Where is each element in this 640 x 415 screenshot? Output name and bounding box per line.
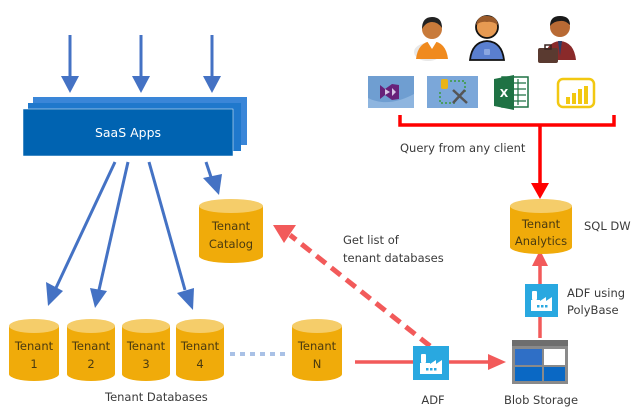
sql-dw-label: SQL DW — [584, 219, 631, 233]
tenant-db-number: 4 — [196, 357, 203, 371]
saas-to-tenant-arrows — [46, 161, 222, 310]
tenant-analytics-db: Tenant Analytics — [510, 199, 572, 254]
sql-tools-icon — [427, 76, 478, 108]
get-list-arrow — [273, 225, 432, 348]
adf-icon — [413, 346, 449, 380]
tenant-catalog-line2: Catalog — [209, 237, 253, 251]
saas-apps-label: SaaS Apps — [95, 125, 161, 140]
input-arrow-2 — [132, 35, 150, 93]
user-man-icon — [468, 15, 506, 61]
user-woman-icon — [414, 17, 448, 61]
arrow-to-tenant-1 — [46, 161, 117, 306]
excel-glyph: X — [500, 87, 509, 100]
tenant-analytics-line2: Analytics — [515, 234, 567, 248]
tenant-db-1: Tenant 1 — [9, 319, 59, 381]
adf-polybase-label-line1: ADF using — [567, 286, 625, 300]
tenant-db-label: Tenant — [180, 339, 220, 353]
user-businessman-icon — [538, 16, 576, 63]
input-arrow-3 — [203, 35, 221, 93]
adf-label: ADF — [421, 393, 444, 407]
adf-polybase-icon — [525, 284, 558, 317]
visual-studio-icon — [368, 76, 414, 108]
query-label: Query from any client — [400, 141, 526, 155]
tenant-db-3: Tenant 3 — [122, 319, 170, 381]
arrow-to-tenant-catalog — [203, 161, 222, 195]
query-bracket — [398, 115, 616, 199]
tenant-db-4: Tenant 4 — [176, 319, 224, 381]
blob-storage-icon — [512, 340, 568, 384]
tenant-db-number: 3 — [142, 357, 149, 371]
tenant-db-number: 1 — [30, 357, 37, 371]
get-list-label-line2: tenant databases — [343, 251, 444, 265]
get-list-label-line1: Get list of — [343, 233, 400, 247]
blob-storage-label: Blob Storage — [504, 393, 578, 407]
tenant-db-number: 2 — [87, 357, 94, 371]
tenant-db-2: Tenant 2 — [67, 319, 115, 381]
excel-icon: X — [494, 75, 529, 110]
input-arrows — [61, 35, 221, 93]
arrow-to-tenant-2 — [90, 161, 130, 308]
tenant-db-label: Tenant — [126, 339, 166, 353]
tenant-catalog-line1: Tenant — [211, 219, 251, 233]
adf-polybase-label-line2: PolyBase — [567, 303, 619, 317]
tenant-db-label: Tenant — [71, 339, 111, 353]
arrow-to-tenant-4 — [147, 161, 194, 310]
input-arrow-1 — [61, 35, 79, 93]
tenant-db-label: Tenant — [14, 339, 54, 353]
tenant-databases-caption: Tenant Databases — [104, 390, 208, 404]
saas-apps-box: SaaS Apps — [22, 97, 247, 157]
power-bi-icon — [556, 77, 596, 109]
tenant-db-number: N — [313, 357, 322, 371]
tenant-analytics-line1: Tenant — [521, 217, 561, 231]
tenant-catalog-db: Tenant Catalog — [199, 199, 263, 263]
tenant-db-label: Tenant — [297, 339, 337, 353]
